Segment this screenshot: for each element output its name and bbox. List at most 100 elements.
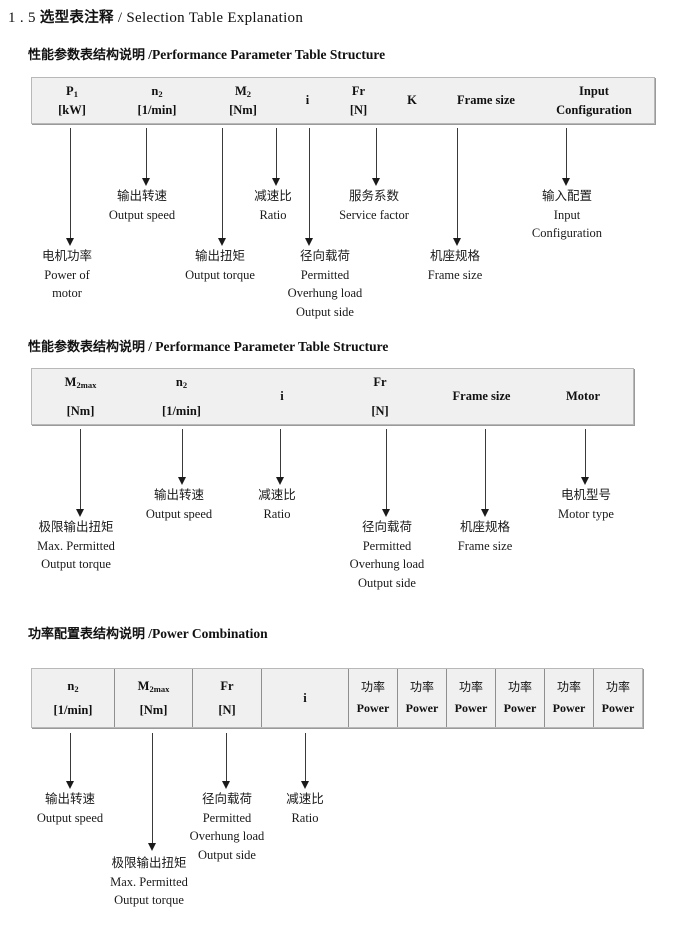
- table2-col-fr-unit: [N]: [371, 403, 389, 418]
- table1-col-fr: Fr [N]: [331, 78, 386, 123]
- table2-col-n2: n2 [1/min]: [129, 369, 234, 424]
- arrow-to-service-factor: [372, 128, 381, 186]
- section-heading-1-sep: /: [148, 47, 153, 62]
- table1-col-n2: n2 [1/min]: [112, 78, 202, 123]
- power-combination-table: n2 [1/min] M2max [Nm] Fr [N] i 功率 Power …: [31, 668, 643, 728]
- table1-col-p1-unit: [kW]: [58, 102, 86, 117]
- table1-col-frame-size: Frame size: [438, 78, 534, 123]
- table3-col-n2-unit: [1/min]: [53, 703, 93, 717]
- label-overhung-load-1: 径向载荷 Permitted Overhung load Output side: [287, 248, 363, 319]
- performance-parameter-table-2: M2max [Nm] n2 [1/min] i Fr [N] Frame siz…: [31, 368, 634, 425]
- table1-col-input-configuration-line2: Configuration: [556, 102, 632, 117]
- table3-col-power-3: 功率 Power: [446, 669, 495, 727]
- label-output-torque: 输出扭矩 Output torque: [185, 248, 255, 282]
- table1-col-m2: M2 [Nm]: [202, 78, 284, 123]
- section-number: 1 . 5: [8, 10, 36, 26]
- section-heading-1: 性能参数表结构说明 /Performance Parameter Table S…: [28, 44, 385, 63]
- label-output-speed-1: 输出转速 Output speed: [108, 188, 176, 222]
- section-heading-2-cn: 性能参数表结构说明: [28, 340, 146, 355]
- table3-col-m2max-unit: [Nm]: [139, 703, 168, 717]
- label-ratio-3: 减速比 Ratio: [286, 791, 324, 825]
- table2-col-motor: Motor: [533, 369, 633, 424]
- section-heading-1-cn: 性能参数表结构说明: [28, 48, 146, 63]
- arrow-to-frame-size-1: [453, 128, 462, 246]
- arrow-to-output-speed-1: [142, 128, 151, 186]
- section-heading-3: 功率配置表结构说明 /Power Combination: [28, 623, 268, 642]
- arrow-to-overhung-load-3: [222, 733, 231, 789]
- table2-col-n2-symbol: n2: [175, 375, 188, 391]
- label-overhung-load-2: 径向载荷 Permitted Overhung load Output side: [349, 519, 425, 590]
- arrow-to-ratio-1: [272, 128, 281, 186]
- table3-col-m2max: M2max [Nm]: [114, 669, 192, 727]
- table3-col-n2-symbol: n2: [67, 678, 79, 694]
- table3-col-m2max-symbol: M2max: [137, 678, 170, 694]
- section-heading-2-sep: /: [148, 339, 153, 354]
- table2-col-m2max-symbol: M2max: [64, 375, 97, 391]
- arrow-to-ratio-3: [301, 733, 310, 789]
- table1-col-i-symbol: i: [305, 93, 310, 108]
- table2-col-fr-symbol: Fr: [373, 375, 387, 390]
- table3-col-power-4: 功率 Power: [495, 669, 544, 727]
- label-input-configuration: 输入配置 Input Configuration: [531, 188, 603, 240]
- table2-col-i-symbol: i: [280, 389, 284, 404]
- label-ratio-2: 减速比 Ratio: [258, 487, 296, 521]
- label-power-of-motor: 电机功率 Power of motor: [41, 248, 92, 300]
- table2-col-n2-unit: [1/min]: [162, 403, 201, 418]
- table1-col-m2-unit: [Nm]: [229, 102, 257, 117]
- table2-col-motor-label: Motor: [565, 389, 600, 404]
- arrow-to-output-torque: [218, 128, 227, 246]
- table1-col-n2-symbol: n2: [151, 84, 163, 100]
- label-max-output-torque-2: 极限输出扭矩 Max. Permitted Output torque: [37, 519, 115, 571]
- label-output-speed-2: 输出转速 Output speed: [145, 487, 213, 521]
- table1-col-k-symbol: K: [407, 93, 417, 108]
- arrow-to-overhung-load-1: [305, 128, 314, 246]
- table1-col-fr-symbol: Fr: [351, 84, 366, 99]
- section-heading-3-sep: /: [148, 626, 153, 641]
- table3-col-power-6: 功率 Power: [593, 669, 642, 727]
- table1-col-frame-size-label: Frame size: [457, 93, 515, 108]
- label-output-speed-3: 输出转速 Output speed: [36, 791, 104, 825]
- arrow-to-frame-size-2: [481, 429, 490, 517]
- title-separator: /: [117, 10, 123, 26]
- table3-col-n2: n2 [1/min]: [32, 669, 114, 727]
- table1-col-k: K: [386, 78, 438, 123]
- table1-col-input-configuration: Input Configuration: [534, 78, 654, 123]
- label-ratio-1: 减速比 Ratio: [254, 188, 292, 222]
- arrow-to-motor-type: [581, 429, 590, 485]
- label-overhung-load-3: 径向载荷 Permitted Overhung load Output side: [189, 791, 265, 862]
- section-heading-2: 性能参数表结构说明 / Performance Parameter Table …: [28, 336, 388, 355]
- arrow-to-overhung-load-2: [382, 429, 391, 517]
- table3-col-i-symbol: i: [303, 690, 307, 705]
- label-motor-type: 电机型号 Motor type: [558, 487, 614, 521]
- table1-col-n2-unit: [1/min]: [137, 102, 177, 117]
- table3-col-power-5: 功率 Power: [544, 669, 593, 727]
- table1-col-i: i: [284, 78, 331, 123]
- arrow-to-ratio-2: [276, 429, 285, 485]
- section-heading-3-cn: 功率配置表结构说明: [28, 627, 146, 642]
- table2-col-frame-size: Frame size: [430, 369, 533, 424]
- table3-col-fr: Fr [N]: [192, 669, 261, 727]
- table2-col-i: i: [234, 369, 330, 424]
- page-title-cn: 选型表注释: [39, 10, 114, 26]
- section-heading-1-en: Performance Parameter Table Structure: [152, 47, 386, 62]
- table1-col-input-configuration-line1: Input: [579, 84, 609, 99]
- performance-parameter-table-1: P1 [kW] n2 [1/min] M2 [Nm] i Fr [N] K Fr…: [31, 77, 655, 124]
- page-title: 1 . 5 选型表注释 / Selection Table Explanatio…: [8, 6, 303, 27]
- label-frame-size-1: 机座规格 Frame size: [427, 248, 483, 282]
- table2-col-m2max: M2max [Nm]: [32, 369, 129, 424]
- arrow-to-max-output-torque-2: [76, 429, 85, 517]
- section-heading-3-en: Power Combination: [152, 626, 268, 641]
- label-frame-size-2: 机座规格 Frame size: [457, 519, 513, 553]
- arrow-to-output-speed-2: [178, 429, 187, 485]
- page-title-en: Selection Table Explanation: [126, 10, 304, 26]
- table3-col-fr-symbol: Fr: [220, 678, 234, 693]
- table1-col-p1: P1 [kW]: [32, 78, 112, 123]
- label-service-factor: 服务系数 Service factor: [339, 188, 409, 222]
- table1-col-m2-symbol: M2: [234, 84, 252, 100]
- table1-col-fr-unit: [N]: [349, 102, 368, 117]
- table3-col-power-1: 功率 Power: [348, 669, 397, 727]
- table2-col-fr: Fr [N]: [330, 369, 430, 424]
- arrow-to-max-output-torque-3: [148, 733, 157, 851]
- label-max-output-torque-3: 极限输出扭矩 Max. Permitted Output torque: [110, 855, 188, 907]
